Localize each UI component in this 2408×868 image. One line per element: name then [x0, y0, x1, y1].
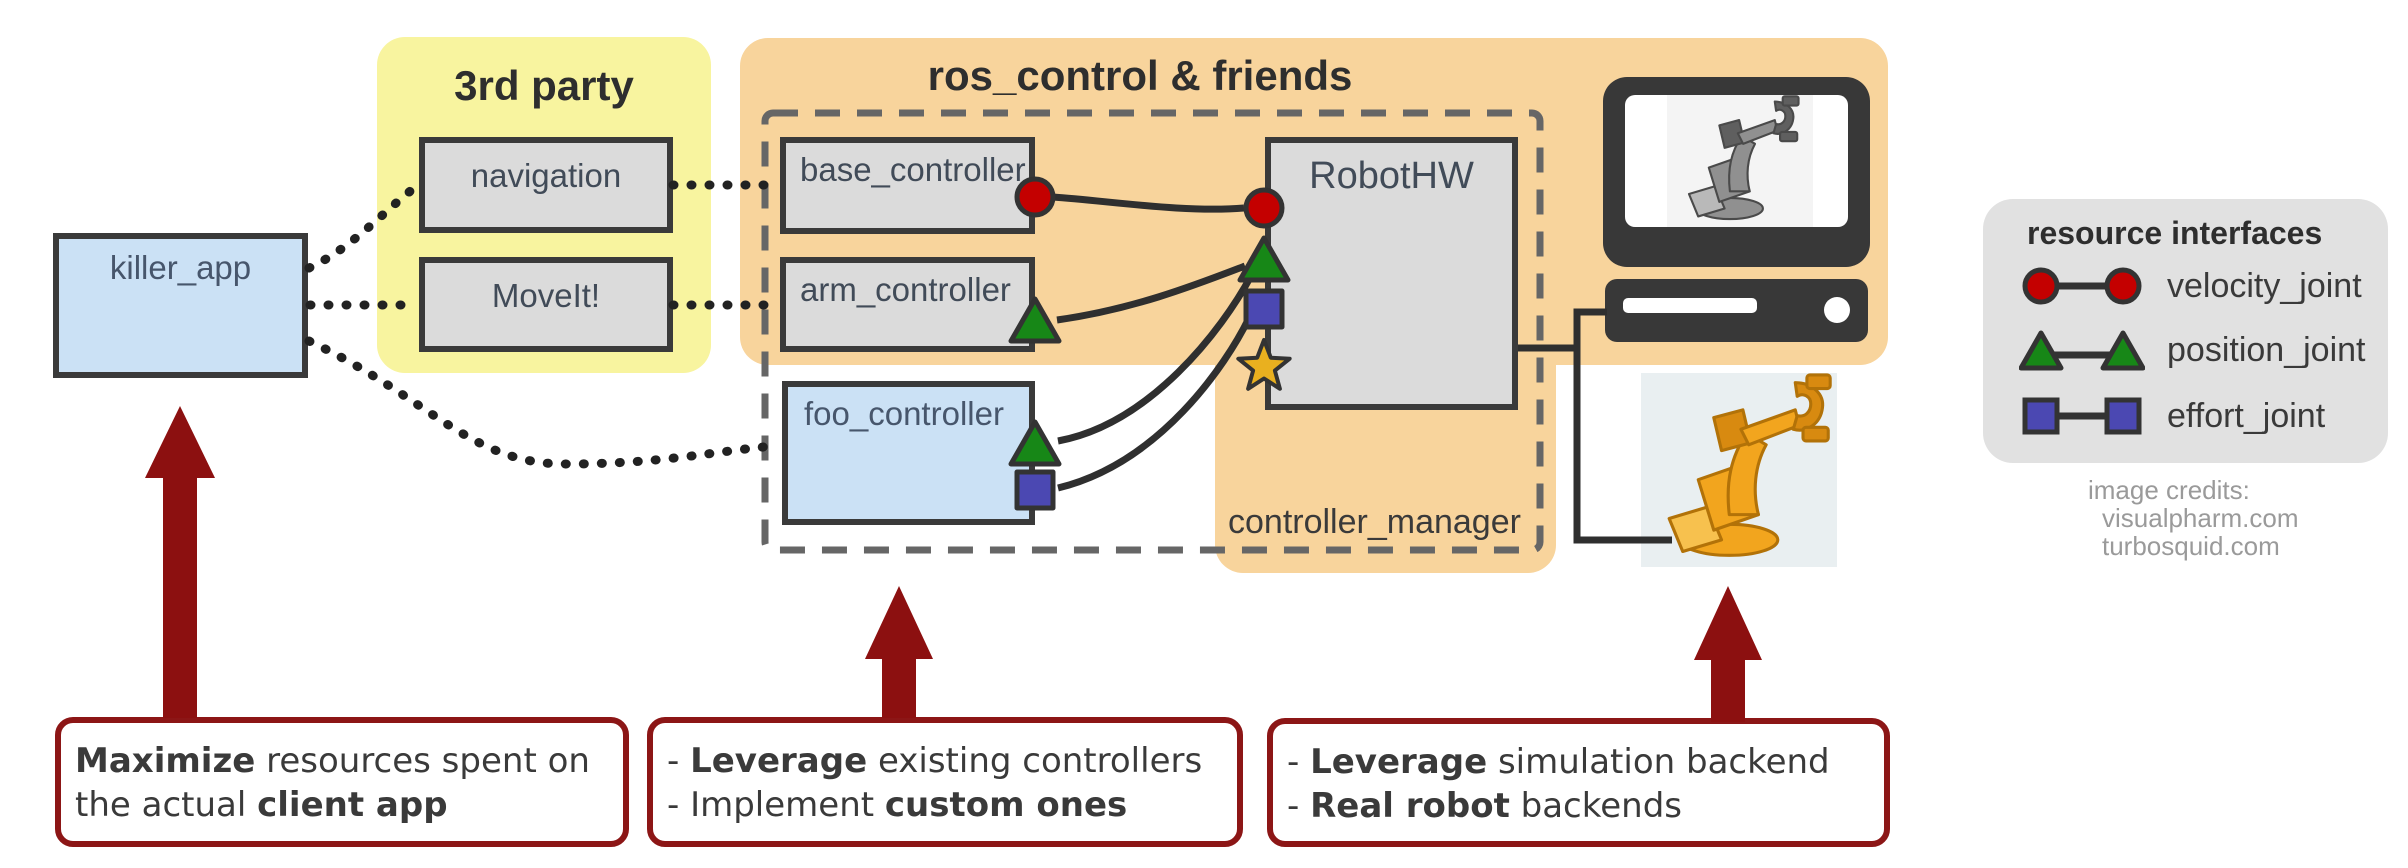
simulated-robot-arm-icon: [1687, 95, 1800, 221]
node-foo-controller: foo_controller: [782, 381, 1035, 525]
foo-controller-label: foo_controller: [804, 395, 1004, 432]
controller-manager-label: controller_manager: [1228, 503, 1521, 541]
legend-resource-interfaces: resource interfaces velocity_joint posit…: [1983, 199, 2388, 463]
callout-line: Maximize resources spent on: [75, 741, 590, 781]
real-robot-image: [1641, 373, 1837, 567]
computer-monitor: [1603, 77, 1870, 267]
square-pair-icon: [2022, 397, 2142, 435]
robot-hw-label: RobotHW: [1309, 155, 1474, 197]
legend-label-effort: effort_joint: [2167, 396, 2326, 435]
client-app-arrow-icon: [145, 406, 215, 718]
base-controller-label: base_controller: [800, 151, 1026, 188]
power-button-icon: [1824, 297, 1850, 323]
controllers-arrow-icon: [865, 586, 933, 718]
disk-slot: [1623, 298, 1757, 313]
monitor-screen: [1625, 95, 1848, 227]
killer-app-label: killer_app: [109, 249, 252, 286]
backends-arrow-icon: [1694, 586, 1762, 722]
legend-row-position: position_joint: [2019, 327, 2365, 373]
legend-row-velocity: velocity_joint: [2019, 263, 2362, 309]
legend-label-position: position_joint: [2167, 330, 2366, 369]
computer-base-unit: [1605, 279, 1868, 342]
node-navigation: navigation: [419, 137, 673, 233]
triangle-pair-icon: [2019, 330, 2145, 371]
callout-line: - Real robot backends: [1287, 786, 1682, 826]
callout-backends: - Leverage simulation backend - Real rob…: [1267, 718, 1890, 847]
image-credits: image credits: visualpharm.com turbosqui…: [2088, 476, 2299, 560]
third-party-title: 3rd party: [454, 62, 634, 109]
callout-client-app: Maximize resources spent on the actual c…: [55, 717, 629, 847]
ros-control-title: ros_control & friends: [927, 52, 1353, 99]
callout-line: - Leverage simulation backend: [1287, 742, 1830, 782]
credits-line: image credits:: [2088, 475, 2250, 505]
node-arm-controller: arm_controller: [780, 257, 1035, 352]
legend-label-velocity: velocity_joint: [2167, 266, 2362, 305]
legend-row-effort: effort_joint: [2019, 393, 2325, 439]
real-robot-arm-icon: [1667, 373, 1832, 557]
node-base-controller: base_controller: [780, 137, 1035, 234]
callout-controllers: - Leverage existing controllers - Implem…: [647, 717, 1243, 847]
legend-title: resource interfaces: [2027, 215, 2323, 251]
arm-controller-label: arm_controller: [800, 271, 1011, 308]
node-robot-hw: RobotHW: [1265, 137, 1518, 410]
moveit-label: MoveIt!: [491, 277, 601, 314]
credits-line: turbosquid.com: [2102, 531, 2280, 561]
node-killer-app: killer_app: [53, 233, 308, 378]
callout-line: - Implement custom ones: [667, 785, 1128, 825]
callout-line: - Leverage existing controllers: [667, 741, 1203, 781]
node-moveit: MoveIt!: [419, 257, 673, 352]
callout-line: the actual client app: [75, 785, 448, 825]
navigation-label: navigation: [470, 157, 622, 194]
circle-pair-icon: [2022, 267, 2142, 305]
credits-line: visualpharm.com: [2102, 503, 2299, 533]
